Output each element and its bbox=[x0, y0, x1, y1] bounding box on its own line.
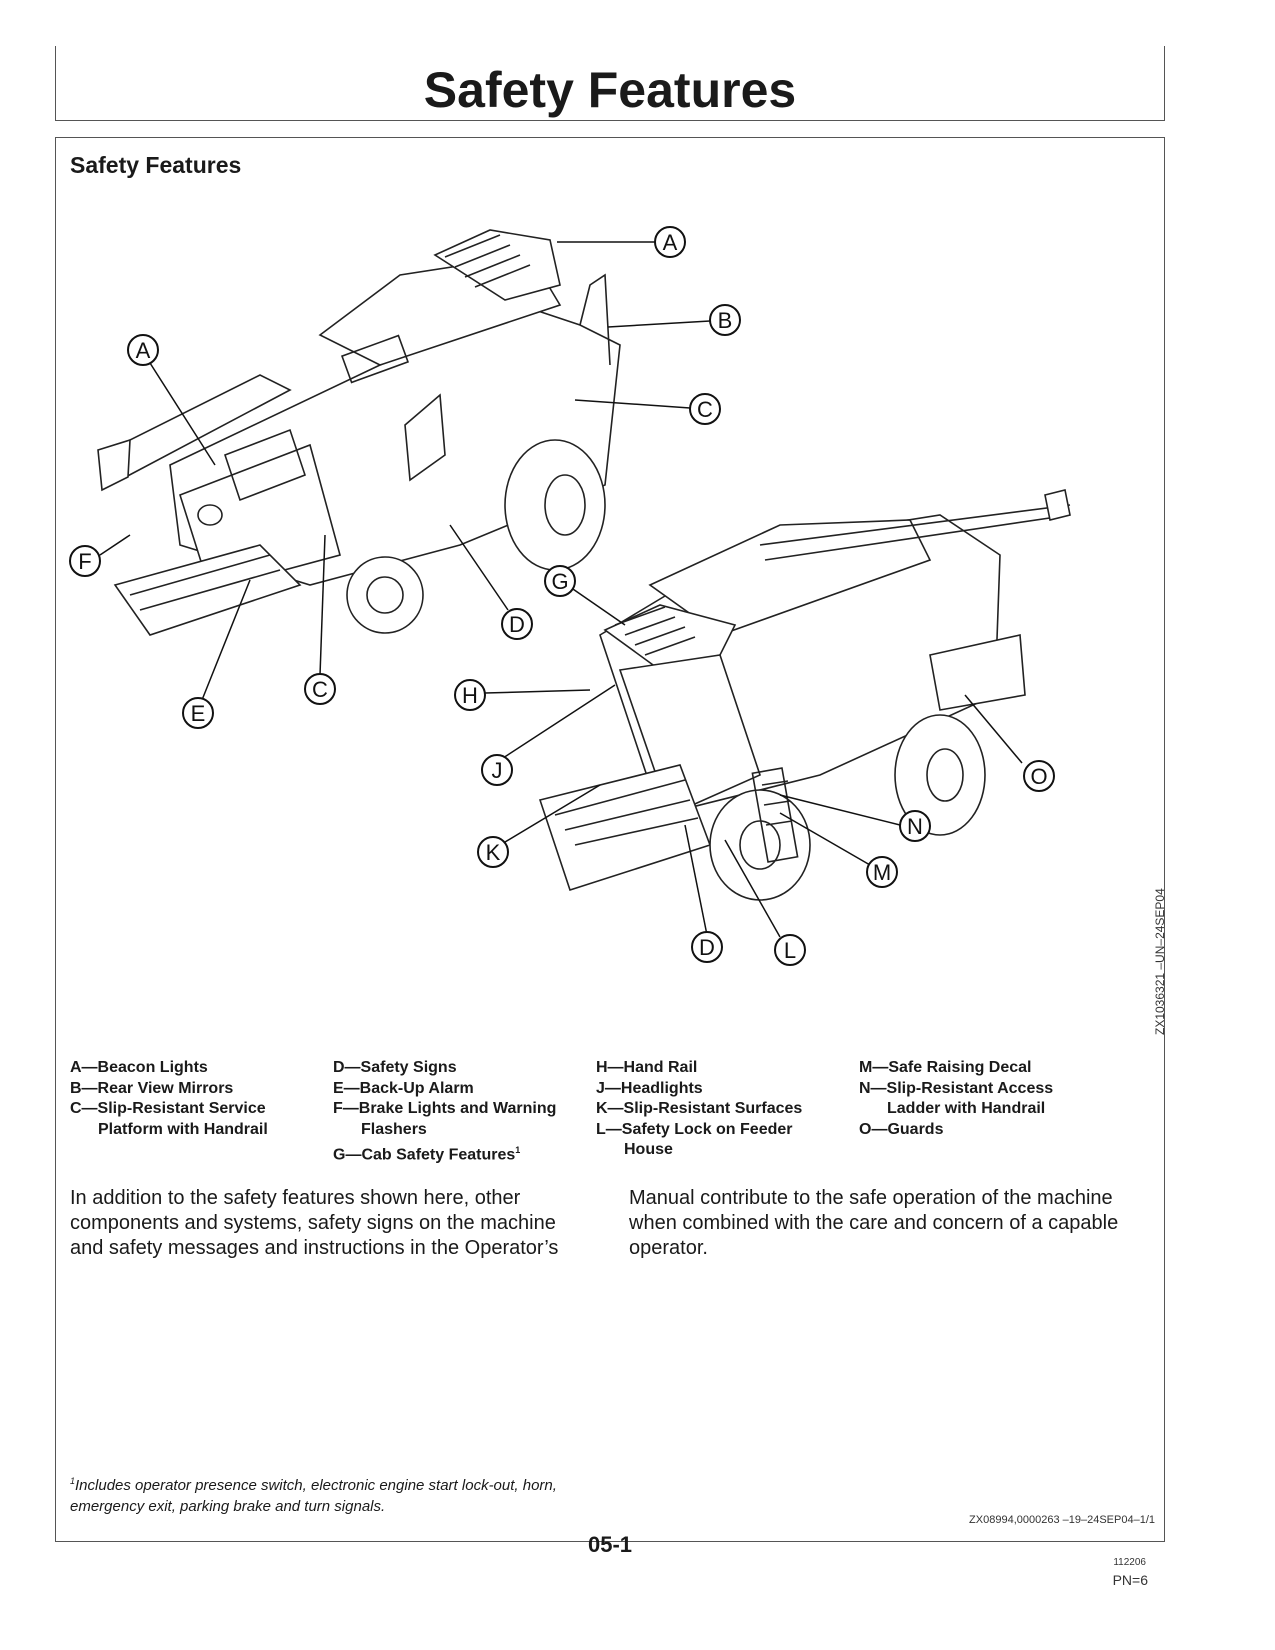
legend-item-o: O—Guards bbox=[859, 1120, 944, 1138]
svg-text:C: C bbox=[697, 397, 713, 422]
legend-item-a: A—Beacon Lights bbox=[70, 1059, 208, 1076]
callout-e: E bbox=[182, 697, 214, 729]
combine-illustration: A B C A F D C E G H J K D L M N O bbox=[69, 226, 1071, 966]
legend-item-f-cont: Flashers bbox=[361, 1120, 427, 1138]
legend-item-e: E—Back-Up Alarm bbox=[333, 1079, 474, 1097]
legend-item-f: F—Brake Lights and Warning bbox=[333, 1100, 557, 1118]
section-heading: Safety Features bbox=[70, 152, 242, 178]
svg-text:H: H bbox=[462, 683, 478, 708]
callout-b: B bbox=[709, 304, 741, 336]
svg-text:D: D bbox=[699, 935, 715, 960]
svg-text:A: A bbox=[136, 338, 151, 363]
legend-column-4: M—Safe Raising Decal N—Slip-Resistant Ac… bbox=[859, 1058, 1053, 1140]
content-frame bbox=[55, 137, 1165, 1542]
footnote-ref: 1 bbox=[515, 1145, 521, 1156]
legend-item-d: D—Safety Signs bbox=[333, 1059, 457, 1076]
svg-text:D: D bbox=[509, 612, 525, 637]
legend-column-3: H—Hand Rail J—Headlights K—Slip-Resistan… bbox=[596, 1058, 802, 1161]
legend-item-n-cont: Ladder with Handrail bbox=[887, 1100, 1046, 1118]
svg-text:N: N bbox=[907, 814, 923, 839]
page-number: 05-1 bbox=[587, 1532, 633, 1557]
footnote-text: Includes operator presence switch, elect… bbox=[70, 1477, 557, 1515]
callout-l: L bbox=[774, 934, 806, 966]
legend-item-b: B—Rear View Mirrors bbox=[70, 1079, 234, 1097]
legend-item-m: M—Safe Raising Decal bbox=[859, 1059, 1032, 1076]
legend-item-h: H—Hand Rail bbox=[596, 1059, 698, 1076]
legend-item-l: L—Safety Lock on Feeder bbox=[596, 1120, 793, 1138]
svg-text:G: G bbox=[551, 569, 568, 594]
svg-text:J: J bbox=[492, 758, 503, 783]
callout-a-left: A bbox=[127, 334, 159, 366]
callout-f: F bbox=[69, 545, 101, 577]
legend-item-l-cont: House bbox=[624, 1141, 673, 1159]
legend-item-k: K—Slip-Resistant Surfaces bbox=[596, 1100, 803, 1118]
svg-text:F: F bbox=[78, 549, 91, 574]
footnote: 1Includes operator presence switch, elec… bbox=[70, 1471, 610, 1517]
legend-item-n: N—Slip-Resistant Access bbox=[859, 1079, 1054, 1097]
callout-a-top: A bbox=[654, 226, 686, 258]
svg-text:E: E bbox=[191, 701, 206, 726]
legend-item-j: J—Headlights bbox=[596, 1079, 703, 1097]
front-view-combine bbox=[538, 489, 1071, 901]
svg-text:M: M bbox=[873, 860, 891, 885]
page-title: Safety Features bbox=[423, 62, 797, 118]
svg-text:K: K bbox=[486, 840, 501, 865]
svg-text:O: O bbox=[1030, 764, 1047, 789]
callout-o: O bbox=[1023, 760, 1055, 792]
body-paragraph-left: In addition to the safety features shown… bbox=[70, 1187, 559, 1259]
callout-c-left: C bbox=[304, 673, 336, 705]
svg-text:C: C bbox=[312, 677, 328, 702]
legend-item-g: G—Cab Safety Features1 bbox=[333, 1140, 556, 1166]
legend-item-c: C—Slip-Resistant Service bbox=[70, 1100, 266, 1118]
legend-column-1: A—Beacon Lights B—Rear View Mirrors C—Sl… bbox=[70, 1058, 268, 1140]
pn-label: PN=6 bbox=[1112, 1572, 1148, 1588]
rear-view-combine bbox=[97, 229, 621, 636]
callout-h: H bbox=[454, 679, 486, 711]
callout-d-rear: D bbox=[501, 608, 533, 640]
title-frame bbox=[55, 46, 1165, 121]
callout-m: M bbox=[866, 856, 898, 888]
svg-text:L: L bbox=[784, 938, 796, 963]
callout-c-rear: C bbox=[689, 393, 721, 425]
callout-n: N bbox=[899, 810, 931, 842]
body-paragraph-right: Manual contribute to the safe operation … bbox=[629, 1187, 1119, 1259]
leader-lines bbox=[99, 241, 1023, 938]
document-reference: ZX08994,0000263 –19–24SEP04–1/1 bbox=[969, 1514, 1155, 1526]
footnote-marker: 1 bbox=[70, 1476, 76, 1486]
callout-d-front: D bbox=[691, 931, 723, 963]
callout-j: J bbox=[481, 754, 513, 786]
figure-code: ZX1036321 –UN–24SEP04 bbox=[1153, 888, 1167, 1035]
svg-text:B: B bbox=[718, 308, 733, 333]
legend-item-g-label: G—Cab Safety Features bbox=[333, 1146, 516, 1164]
legend-item-c-cont: Platform with Handrail bbox=[98, 1120, 268, 1138]
callout-k: K bbox=[477, 836, 509, 868]
callout-g: G bbox=[544, 565, 576, 597]
svg-text:A: A bbox=[663, 230, 678, 255]
footer-code: 112206 bbox=[1113, 1557, 1146, 1568]
legend-column-2: D—Safety Signs E—Back-Up Alarm F—Brake L… bbox=[333, 1058, 556, 1166]
